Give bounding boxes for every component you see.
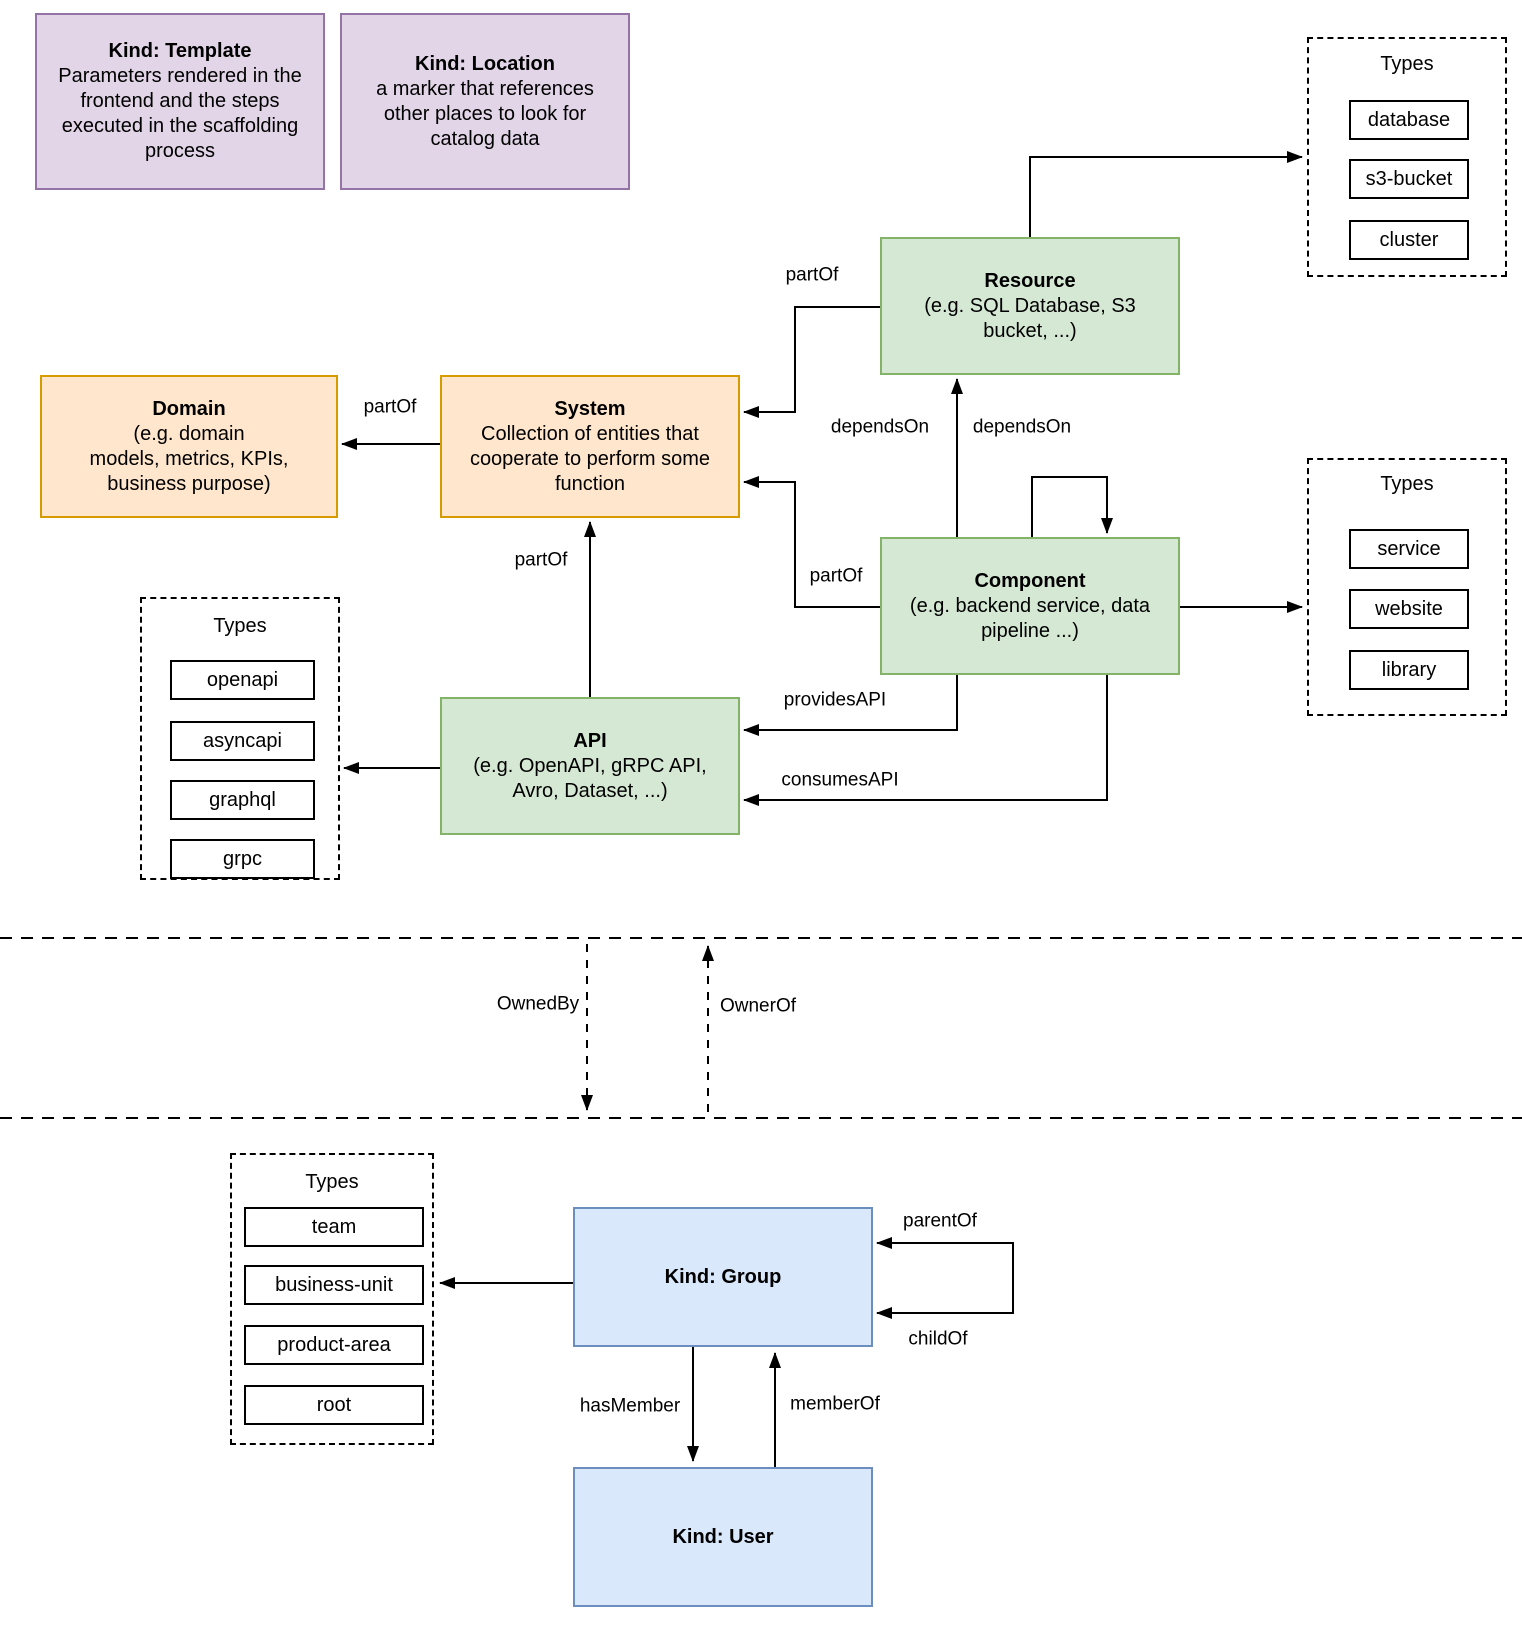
kind-template-box: Kind: Template Parameters rendered in th… (35, 13, 325, 190)
label-consumesapi: consumesAPI (778, 770, 902, 792)
label-dependson-component-self: dependsOn (969, 417, 1075, 439)
kind-location-title: Kind: Location (415, 52, 555, 75)
resource-title: Resource (984, 269, 1076, 292)
type-item-cluster: cluster (1349, 220, 1469, 260)
label-dependson-component-resource: dependsOn (827, 417, 933, 439)
entity-api: API (e.g. OpenAPI, gRPC API, Avro, Datas… (440, 697, 740, 835)
label-partof-system-domain: partOf (360, 397, 420, 419)
kind-location-box: Kind: Location a marker that references … (340, 13, 630, 190)
resource-body: (e.g. SQL Database, S3 bucket, ...) (924, 294, 1136, 342)
type-item-product-area: product-area (244, 1325, 424, 1365)
label-partof-component-system: partOf (806, 566, 866, 588)
group-title: Kind: Group (664, 1265, 782, 1288)
domain-title: Domain (152, 397, 226, 420)
label-hasmember: hasMember (576, 1396, 684, 1418)
resource-types-header: Types (1380, 53, 1434, 75)
type-item-business-unit: business-unit (244, 1265, 424, 1305)
kind-template-body: Parameters rendered in the frontend and … (58, 65, 302, 162)
type-item-grpc: grpc (170, 839, 315, 879)
type-item-graphql: graphql (170, 780, 315, 820)
group-types-header: Types (305, 1171, 359, 1193)
edge-partof-resource-system (743, 306, 880, 418)
type-item-asyncapi: asyncapi (170, 721, 315, 761)
api-types-header: Types (213, 615, 267, 637)
entity-domain: Domain (e.g. domain models, metrics, KPI… (40, 375, 338, 518)
label-partof-resource-system: partOf (782, 265, 842, 287)
label-parentof: parentOf (900, 1211, 980, 1233)
type-item-service: service (1349, 529, 1469, 569)
entity-resource: Resource (e.g. SQL Database, S3 bucket, … (880, 237, 1180, 375)
api-body: (e.g. OpenAPI, gRPC API, Avro, Dataset, … (473, 754, 707, 802)
label-childof: childOf (905, 1329, 971, 1351)
component-types-panel: Types service website library (1307, 458, 1507, 716)
label-ownerof: OwnerOf (716, 996, 800, 1018)
kind-template-title: Kind: Template (108, 40, 252, 62)
system-body: Collection of entities that cooperate to… (469, 422, 711, 495)
type-item-database: database (1349, 100, 1469, 140)
label-memberof: memberOf (787, 1394, 883, 1416)
system-title: System (554, 397, 626, 420)
domain-body: (e.g. domain models, metrics, KPIs, busi… (89, 422, 289, 495)
label-providesapi: providesAPI (780, 690, 890, 712)
entity-group: Kind: Group (573, 1207, 873, 1347)
type-item-openapi: openapi (170, 660, 315, 700)
resource-types-panel: Types database s3-bucket cluster (1307, 37, 1507, 277)
type-item-s3-bucket: s3-bucket (1349, 159, 1469, 199)
edge-resource-to-resource-types (1029, 151, 1303, 237)
entity-component: Component (e.g. backend service, data pi… (880, 537, 1180, 675)
component-body: (e.g. backend service, data pipeline ...… (909, 594, 1151, 642)
type-item-website: website (1349, 589, 1469, 629)
type-item-team: team (244, 1207, 424, 1247)
type-item-library: library (1349, 650, 1469, 690)
user-title: Kind: User (672, 1525, 774, 1548)
edge-partof-component-system (743, 476, 880, 608)
api-types-panel: Types openapi asyncapi graphql grpc (140, 597, 340, 880)
kind-location-body: a marker that references other places to… (376, 77, 594, 150)
entity-system: System Collection of entities that coope… (440, 375, 740, 518)
group-types-panel: Types team business-unit product-area ro… (230, 1153, 434, 1445)
component-types-header: Types (1380, 473, 1434, 495)
edge-dependson-component-self (1031, 476, 1113, 537)
label-partof-api-system: partOf (511, 550, 571, 572)
entity-user: Kind: User (573, 1467, 873, 1607)
api-title: API (573, 729, 607, 752)
component-title: Component (974, 569, 1086, 592)
edge-parentof-childof-loop (876, 1237, 1014, 1319)
label-ownedby: OwnedBy (493, 994, 583, 1016)
type-item-root: root (244, 1385, 424, 1425)
